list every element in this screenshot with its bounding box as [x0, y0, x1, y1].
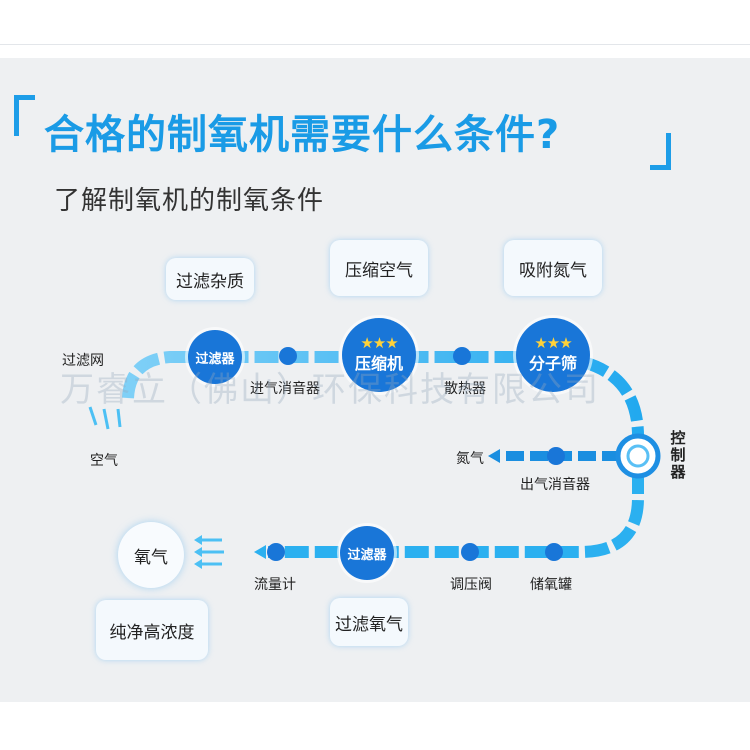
callout-pure-high-concentration: 纯净高浓度 [96, 600, 208, 660]
top-divider [0, 44, 750, 45]
rating-stars-icon: ★★★ [534, 334, 572, 352]
radiator-dot [453, 347, 471, 365]
callout-compress-air: 压缩空气 [330, 240, 428, 296]
callout-filter-impurities: 过滤杂质 [166, 258, 254, 300]
molecular-sieve-label: 分子筛 [528, 354, 577, 373]
filter-node-1: 过滤器 [188, 330, 242, 384]
nitrogen-arrow-icon [488, 449, 500, 463]
oxygen-outflow-arrows-icon [194, 535, 224, 569]
pressure-valve-dot [461, 543, 479, 561]
flow-end-arrow-icon [254, 545, 266, 559]
filter-node-2-label: 过滤器 [347, 547, 387, 563]
air-intake-arrows-icon [88, 406, 122, 430]
air-label: 空气 [90, 453, 118, 469]
flowmeter-label: 流量计 [254, 577, 296, 593]
pressure-valve-label: 调压阀 [450, 577, 492, 593]
flowmeter-dot [267, 543, 285, 561]
storage-tank-dot [545, 543, 563, 561]
filter-net-label: 过滤网 [62, 353, 104, 369]
nitrogen-label: 氮气 [456, 451, 484, 467]
title-bracket-right [650, 133, 671, 170]
oxygen-node: 氧气 [118, 522, 184, 588]
controller-label: 控制器 [670, 429, 686, 481]
filter-node-2: 过滤器 [340, 526, 394, 580]
outlet-silencer-label: 出气消音器 [520, 477, 590, 493]
radiator-label: 散热器 [444, 381, 486, 397]
compressor-node: ★★★ 压缩机 [342, 318, 416, 392]
storage-tank-label: 储氧罐 [530, 577, 572, 593]
watermark-text: 万睿立（佛山）环保科技有限公司 [60, 370, 600, 410]
molecular-sieve-node: ★★★ 分子筛 [516, 318, 590, 392]
page-subtitle: 了解制氧机的制氧条件 [54, 186, 325, 216]
intake-silencer-dot [279, 347, 297, 365]
filter-node-1-label: 过滤器 [195, 351, 235, 367]
outlet-silencer-dot [547, 447, 565, 465]
title-bracket-left [14, 95, 35, 136]
rating-stars-icon: ★★★ [360, 334, 398, 352]
callout-filter-oxygen: 过滤氧气 [330, 598, 408, 646]
lower-pipe [268, 470, 644, 558]
callout-adsorb-nitrogen: 吸附氮气 [504, 240, 602, 296]
page-title: 合格的制氧机需要什么条件? [44, 112, 561, 158]
compressor-label: 压缩机 [354, 354, 403, 373]
intake-silencer-label: 进气消音器 [250, 381, 320, 397]
